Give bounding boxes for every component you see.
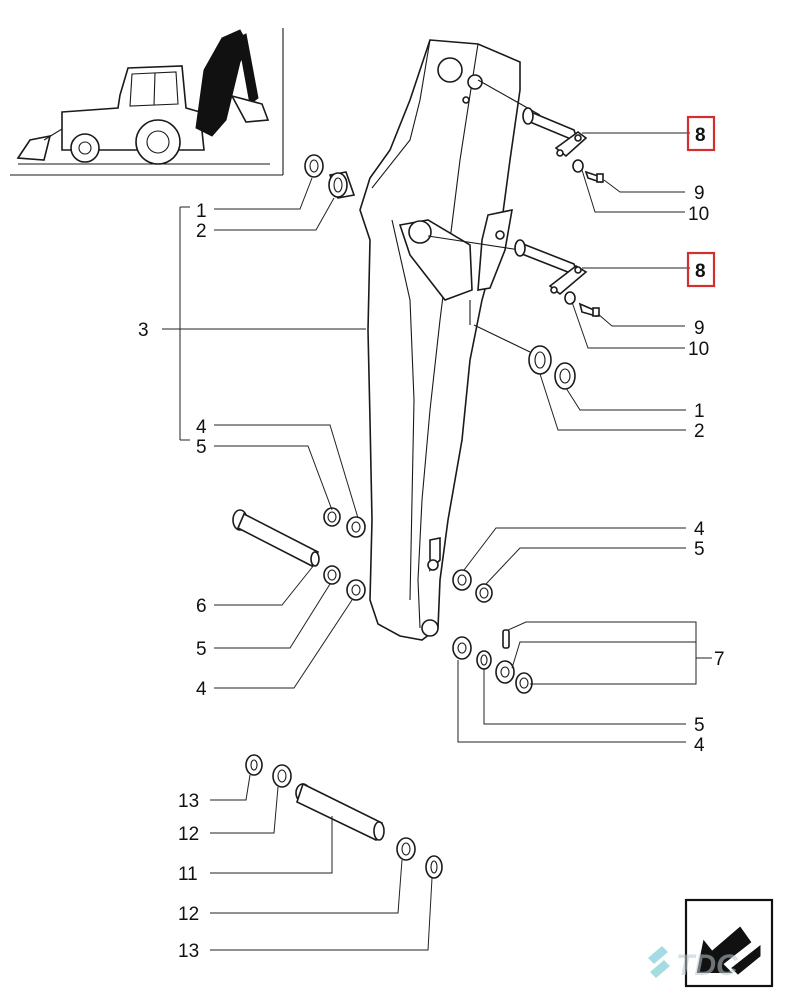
- callout-13-bottom: 13: [178, 941, 199, 962]
- callout-4-right: 4: [694, 519, 705, 540]
- callout-12-bottom: 12: [178, 904, 199, 925]
- bushings-lower-right: [452, 569, 493, 670]
- callout-3: 3: [138, 320, 149, 341]
- callout-7: 7: [714, 649, 725, 670]
- callout-8-middle: 8: [695, 261, 706, 282]
- inset-backhoe-illustration: [10, 28, 284, 176]
- boom-assembly: [359, 39, 521, 641]
- callout-4: 4: [196, 417, 207, 438]
- back-arrow-icon[interactable]: [684, 898, 774, 988]
- upper-pin-assembly-top: [477, 79, 604, 184]
- leader-lines: [162, 132, 712, 951]
- callout-4-bottom-right: 4: [694, 735, 705, 756]
- upper-pin-assembly-middle: [427, 235, 600, 318]
- callout-5-right: 5: [694, 539, 705, 560]
- callout-9-top: 9: [694, 183, 705, 204]
- callout-13-top: 13: [178, 791, 199, 812]
- callout-2-right: 2: [694, 421, 705, 442]
- callout-9-middle: 9: [694, 318, 705, 339]
- callout-labels: 1 2 3 4 5 8 9 10 8 9 10 1 2 4 5 6 5 4 7 …: [138, 125, 725, 962]
- callout-10-middle: 10: [688, 339, 709, 360]
- callout-10-top: 10: [688, 204, 709, 225]
- pin-11-assembly: [245, 754, 443, 879]
- bushings-middle-right: [469, 300, 576, 390]
- callout-6: 6: [196, 596, 207, 617]
- highlight-box-8-middle: [686, 251, 716, 288]
- callout-5-left-lower: 5: [196, 639, 207, 660]
- callout-8-top: 8: [695, 125, 706, 146]
- callout-4-left-lower: 4: [196, 679, 207, 700]
- callout-5-bottom-right: 5: [694, 715, 705, 736]
- bushings-lower-left: [323, 507, 366, 601]
- callout-12-top: 12: [178, 824, 199, 845]
- highlight-box-8-top: [686, 115, 716, 152]
- callout-1: 1: [196, 201, 207, 222]
- callout-11: 11: [178, 864, 198, 885]
- callout-1-right: 1: [694, 401, 705, 422]
- pin-6: [232, 509, 320, 568]
- watermark-text: TDC: [676, 949, 739, 982]
- callout-5: 5: [196, 437, 207, 458]
- bushings-upper-left: [304, 154, 356, 199]
- watermark-logo: TDC: [648, 946, 739, 982]
- lower-pin-cluster-7: [495, 629, 533, 694]
- callout-2: 2: [196, 221, 207, 242]
